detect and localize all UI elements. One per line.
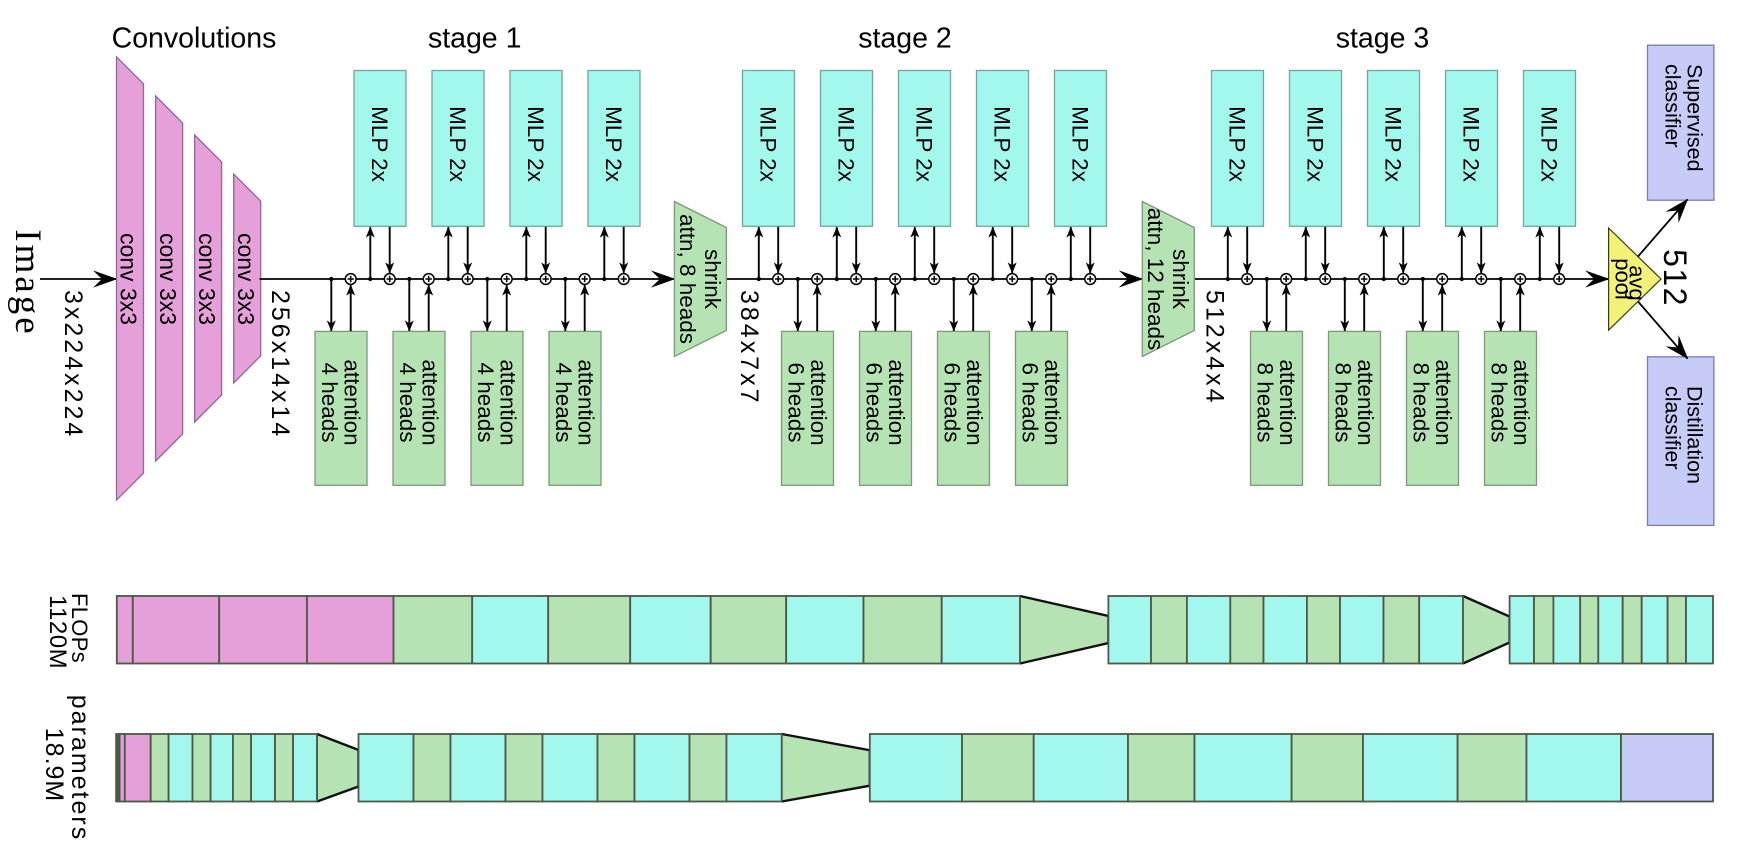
svg-text:conv 3x3: conv 3x3	[155, 233, 181, 325]
svg-text:attention: attention	[806, 359, 831, 445]
svg-text:conv 3x3: conv 3x3	[116, 233, 142, 325]
svg-text:MLP 2x: MLP 2x	[834, 106, 859, 183]
svg-text:4 heads: 4 heads	[473, 362, 498, 442]
svg-text:pool: pool	[1610, 258, 1635, 300]
svg-text:conv 3x3: conv 3x3	[233, 233, 259, 325]
svg-text:shrink: shrink	[1168, 249, 1193, 310]
svg-text:classifier: classifier	[1661, 64, 1685, 148]
svg-text:8 heads: 8 heads	[1330, 362, 1355, 442]
svg-text:MLP 2x: MLP 2x	[990, 106, 1015, 183]
svg-text:MLP 2x: MLP 2x	[1225, 106, 1250, 183]
svg-text:6 heads: 6 heads	[1017, 362, 1042, 442]
svg-text:4 heads: 4 heads	[395, 362, 420, 442]
svg-text:attn, 12 heads: attn, 12 heads	[1143, 208, 1168, 351]
svg-text:8 heads: 8 heads	[1252, 362, 1277, 442]
svg-text:stage 2: stage 2	[858, 23, 952, 55]
svg-text:MLP 2x: MLP 2x	[912, 106, 937, 183]
svg-text:attention: attention	[1275, 359, 1300, 445]
svg-text:attention: attention	[495, 359, 520, 445]
svg-text:512x4x4: 512x4x4	[1201, 290, 1229, 406]
svg-text:MLP 2x: MLP 2x	[523, 106, 548, 183]
svg-text:1120M: 1120M	[44, 595, 71, 669]
svg-text:avg: avg	[1625, 265, 1650, 300]
svg-text:MLP 2x: MLP 2x	[1537, 106, 1562, 183]
svg-text:6 heads: 6 heads	[861, 362, 886, 442]
svg-text:8 heads: 8 heads	[1408, 362, 1433, 442]
svg-text:classifier: classifier	[1661, 386, 1685, 470]
svg-text:Convolutions: Convolutions	[112, 23, 277, 55]
svg-text:attention: attention	[417, 359, 442, 445]
svg-text:MLP 2x: MLP 2x	[1381, 106, 1406, 183]
svg-text:8 heads: 8 heads	[1486, 362, 1511, 442]
svg-text:MLP 2x: MLP 2x	[601, 106, 626, 183]
svg-text:attention: attention	[1353, 359, 1378, 445]
svg-text:attention: attention	[962, 359, 987, 445]
svg-text:stage 3: stage 3	[1336, 23, 1430, 55]
svg-text:FLOPs: FLOPs	[67, 593, 92, 663]
svg-text:attention: attention	[1040, 359, 1065, 445]
svg-text:256x14x14: 256x14x14	[266, 290, 294, 439]
svg-text:3x224x224: 3x224x224	[59, 290, 87, 439]
svg-text:4 heads: 4 heads	[317, 362, 342, 442]
svg-text:stage 1: stage 1	[428, 23, 522, 55]
svg-text:attention: attention	[1431, 359, 1456, 445]
svg-text:MLP 2x: MLP 2x	[1459, 106, 1484, 183]
svg-text:Distillation: Distillation	[1683, 386, 1707, 484]
svg-text:MLP 2x: MLP 2x	[756, 106, 781, 183]
svg-text:MLP 2x: MLP 2x	[1303, 106, 1328, 183]
svg-text:attention: attention	[339, 359, 364, 445]
svg-text:MLP 2x: MLP 2x	[1068, 106, 1093, 183]
svg-text:attention: attention	[884, 359, 909, 445]
svg-text:18.9M: 18.9M	[40, 728, 68, 802]
svg-text:Supervised: Supervised	[1683, 64, 1707, 172]
svg-text:6 heads: 6 heads	[939, 362, 964, 442]
svg-text:512: 512	[1657, 249, 1693, 307]
svg-text:Image: Image	[7, 229, 48, 336]
svg-text:MLP 2x: MLP 2x	[445, 106, 470, 183]
svg-text:6 heads: 6 heads	[783, 362, 808, 442]
svg-text:parameters: parameters	[66, 695, 94, 841]
svg-text:attn, 8 heads: attn, 8 heads	[675, 214, 700, 344]
svg-text:conv 3x3: conv 3x3	[194, 233, 220, 325]
svg-text:shrink: shrink	[700, 249, 725, 310]
svg-text:attention: attention	[573, 359, 598, 445]
svg-text:384x7x7: 384x7x7	[735, 290, 763, 406]
svg-text:attention: attention	[1509, 359, 1534, 445]
svg-text:4 heads: 4 heads	[551, 362, 576, 442]
svg-text:MLP 2x: MLP 2x	[367, 106, 392, 183]
